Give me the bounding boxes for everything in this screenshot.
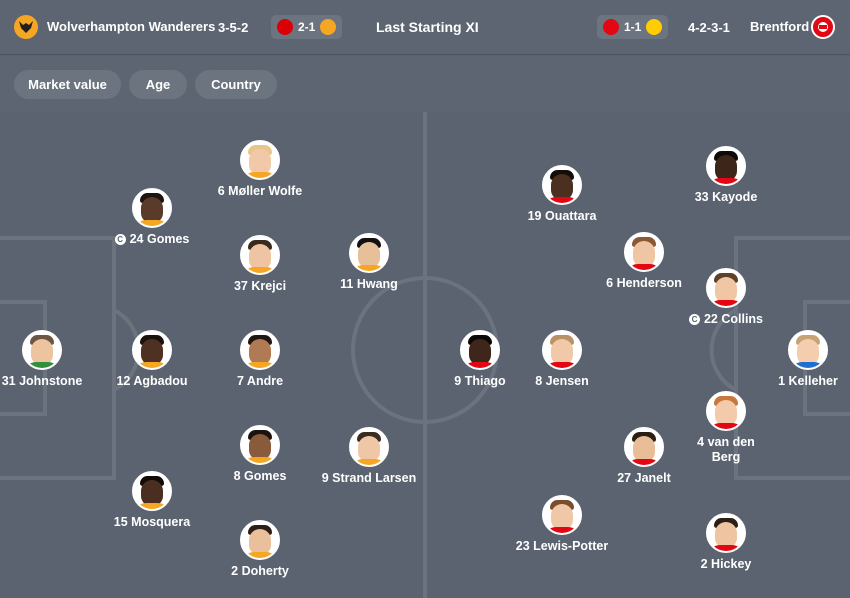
player-card[interactable]: 37 Krejci (200, 235, 320, 294)
player-photo (788, 330, 828, 370)
player-photo (240, 520, 280, 560)
player-card[interactable]: 19 Ouattara (502, 165, 622, 224)
player-label: 7 Andre (236, 374, 284, 388)
player-label: 8 Jensen (535, 374, 589, 388)
home-formation: 3-5-2 (218, 20, 249, 35)
player-photo (542, 330, 582, 370)
player-label: 37 Krejci (233, 279, 287, 293)
player-photo (706, 146, 746, 186)
player-label: 12 Agbadou (116, 374, 188, 388)
player-card[interactable]: 6 Møller Wolfe (200, 140, 320, 199)
player-photo (132, 471, 172, 511)
player-photo (240, 425, 280, 465)
player-card[interactable]: 23 Lewis-Potter (502, 495, 622, 554)
filter-age[interactable]: Age (129, 70, 187, 99)
away-formation: 4-2-3-1 (688, 20, 730, 35)
player-card[interactable]: 33 Kayode (666, 146, 786, 205)
player-label: 24 Gomes (129, 232, 190, 246)
away-team-name[interactable]: Brentford (750, 19, 810, 34)
player-label: 9 Thiago (454, 374, 506, 388)
filter-country[interactable]: Country (195, 70, 277, 99)
player-photo (706, 513, 746, 553)
player-label: 2 Doherty (231, 564, 289, 578)
player-photo (624, 427, 664, 467)
player-label: 22 Collins (703, 312, 764, 326)
player-label: 31 Johnstone (1, 374, 83, 388)
player-photo (624, 232, 664, 272)
filter-market-value[interactable]: Market value (14, 70, 121, 99)
player-photo (706, 268, 746, 308)
player-label: 8 Gomes (233, 469, 287, 483)
home-team-name[interactable]: Wolverhampton Wanderers (47, 19, 216, 34)
player-card[interactable]: 1 Kelleher (748, 330, 850, 389)
player-card[interactable]: 9 Strand Larsen (309, 427, 429, 486)
away-last-match-chip[interactable]: 1-1 (597, 15, 669, 39)
player-photo (240, 330, 280, 370)
player-card[interactable]: 12 Agbadou (92, 330, 212, 389)
player-card[interactable]: 2 Doherty (200, 520, 320, 579)
home-last-result: 2-1 (298, 20, 316, 34)
player-card[interactable]: 8 Gomes (200, 425, 320, 484)
match-header: Wolverhampton Wanderers 3-5-2 2-1 Last S… (0, 0, 850, 55)
player-card[interactable]: 9 Thiago (420, 330, 540, 389)
player-photo (349, 233, 389, 273)
player-photo (132, 188, 172, 228)
player-photo (132, 330, 172, 370)
player-label: 11 Hwang (340, 277, 398, 291)
brentford-crest-icon (603, 19, 619, 35)
player-label: 6 Møller Wolfe (217, 184, 303, 198)
player-label: 15 Mosquera (113, 515, 191, 529)
player-photo (22, 330, 62, 370)
player-card[interactable]: 7 Andre (200, 330, 320, 389)
player-photo (706, 391, 746, 431)
leeds-crest-icon (646, 19, 663, 35)
captain-icon: C (114, 234, 126, 245)
player-photo (542, 495, 582, 535)
player-label: 6 Henderson (606, 276, 682, 290)
player-label: 2 Hickey (700, 557, 752, 571)
captain-icon: C (688, 314, 700, 325)
player-card[interactable]: 31 Johnstone (0, 330, 102, 389)
lineup-title: Last Starting XI (376, 19, 479, 35)
player-card[interactable]: 6 Henderson (584, 232, 704, 291)
player-photo (240, 140, 280, 180)
wolves-crest-icon (320, 19, 337, 35)
player-card[interactable]: 2 Hickey (666, 513, 786, 572)
player-photo (349, 427, 389, 467)
arsenal-crest-icon (277, 19, 293, 35)
player-card[interactable]: 11 Hwang (309, 233, 429, 292)
player-photo (460, 330, 500, 370)
player-label: 33 Kayode (694, 190, 758, 204)
player-card[interactable]: 15 Mosquera (92, 471, 212, 530)
away-last-result: 1-1 (624, 20, 642, 34)
filter-bar: Market value Age Country (0, 56, 850, 112)
player-card[interactable]: 27 Janelt (584, 427, 704, 486)
player-label: 9 Strand Larsen (321, 471, 417, 485)
player-label: 1 Kelleher (778, 374, 838, 388)
wolves-crest-icon[interactable] (14, 15, 38, 39)
player-label: 19 Ouattara (527, 209, 597, 223)
player-photo (542, 165, 582, 205)
player-photo (240, 235, 280, 275)
player-card[interactable]: 8 Jensen (502, 330, 622, 389)
player-card[interactable]: 4 van den Berg (666, 391, 786, 465)
player-label: 23 Lewis-Potter (515, 539, 609, 553)
home-last-match-chip[interactable]: 2-1 (271, 15, 343, 39)
player-label: 27 Janelt (617, 471, 671, 485)
brentford-crest-icon[interactable] (811, 15, 835, 39)
player-label: 4 van den Berg (697, 435, 755, 464)
